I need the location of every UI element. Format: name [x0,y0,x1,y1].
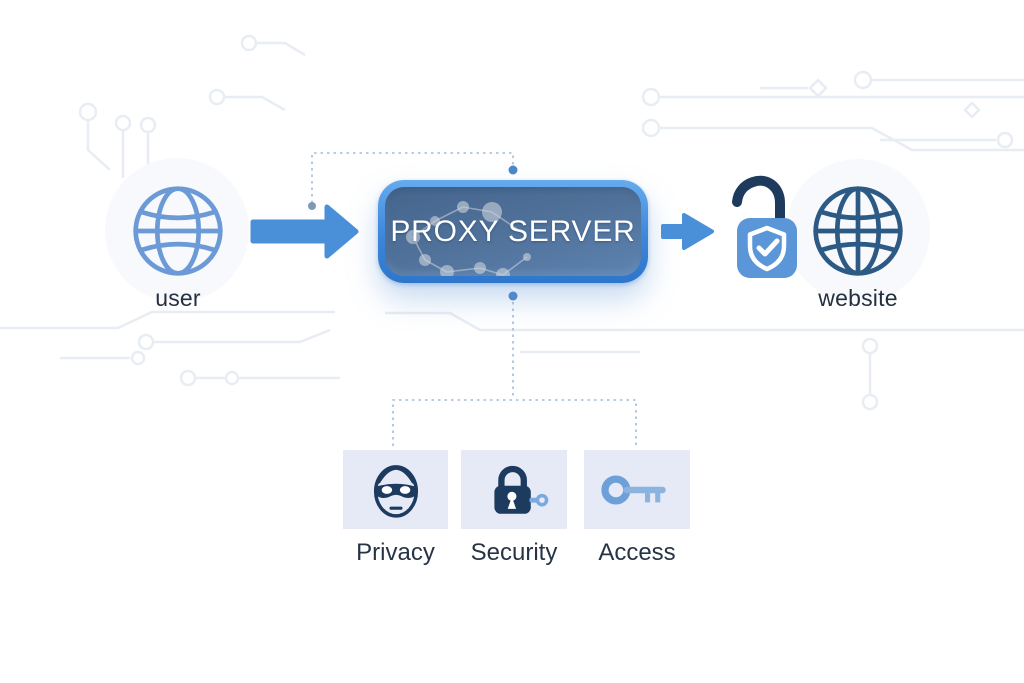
user-node: user [130,184,226,312]
proxy-server-box: PROXY SERVER [378,180,648,283]
feature-branch-dotted-path [392,399,637,446]
user-to-proxy-arrow-icon [250,204,359,259]
proxy-server-label: PROXY SERVER [390,214,636,248]
key-icon [601,474,666,505]
masked-face-icon [373,464,418,518]
unlocked-padlock-icon [732,175,797,278]
feature-access: Access [584,450,690,567]
proxy-server-box-inner: PROXY SERVER [385,187,641,276]
connector-dot [508,165,518,175]
feature-security: Security [461,450,567,567]
shield-check-icon [747,225,787,272]
open-shackle [732,175,785,227]
website-globe-icon [813,186,903,276]
access-label: Access [598,539,676,566]
privacy-card [343,450,448,529]
website-label: website [818,285,898,311]
access-card [584,450,690,529]
website-node: website [810,184,906,312]
network-nodes-icon [406,201,531,276]
user-globe-icon [133,186,223,276]
privacy-label: Privacy [356,539,435,566]
security-card [461,450,567,529]
padlock-key-icon [494,465,549,514]
connector-dot [508,291,518,301]
small-key [529,493,549,506]
proxy-to-website-arrow-icon [661,213,714,250]
feature-privacy: Privacy [343,450,448,567]
user-label: user [155,285,201,311]
security-label: Security [470,539,558,566]
